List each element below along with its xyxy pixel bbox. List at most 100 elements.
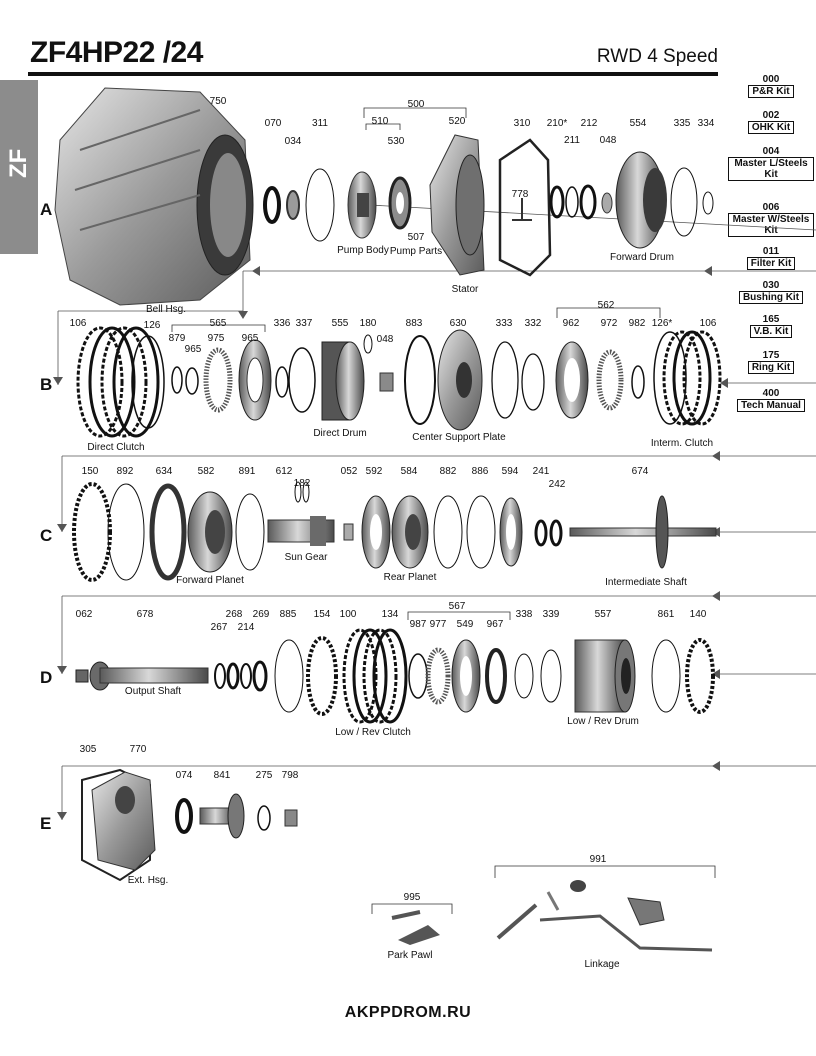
part-number: 962 — [563, 318, 580, 329]
part-number: 562 — [598, 300, 615, 311]
part-number: 567 — [449, 601, 466, 612]
low-rev-drum-illustration — [574, 639, 636, 713]
part-number: 305 — [80, 744, 97, 755]
part-name: Direct Clutch — [87, 442, 144, 453]
gasket-outline — [498, 138, 552, 277]
part-number: 995 — [404, 892, 421, 903]
part-number: 500 — [408, 99, 425, 110]
part-number: 674 — [632, 466, 649, 477]
part-number: 214 — [238, 622, 255, 633]
output-shaft-illustration — [89, 661, 209, 691]
part-number: 841 — [214, 770, 231, 781]
kit-name: Master L/Steels Kit — [728, 157, 814, 181]
part-number: 883 — [406, 318, 423, 329]
part-number: 612 — [276, 466, 293, 477]
part-number: 180 — [360, 318, 377, 329]
part-number: 034 — [285, 136, 302, 147]
linkage-illustration — [496, 880, 713, 952]
part-number: 048 — [600, 135, 617, 146]
part-number: 991 — [590, 854, 607, 865]
page-title: ZF4HP22 /24 — [30, 36, 203, 69]
row-e-parts — [81, 768, 716, 952]
kit-name: OHK Kit — [747, 121, 795, 134]
direct-clutch-pack-illustration — [76, 326, 165, 438]
flange-illustration — [199, 793, 245, 839]
part-number: 074 — [176, 770, 193, 781]
part-number: 048 — [377, 334, 394, 345]
kit-name: Tech Manual — [737, 399, 805, 412]
forward-drum-illustration — [615, 151, 667, 249]
part-number: 770 — [130, 744, 147, 755]
part-number: 334 — [698, 118, 715, 129]
part-number: 965 — [185, 344, 202, 355]
part-number: 982 — [629, 318, 646, 329]
group-brackets — [171, 107, 661, 620]
part-number: 212 — [581, 118, 598, 129]
row-c-parts — [72, 481, 717, 582]
page-subtitle: RWD 4 Speed — [596, 46, 718, 67]
part-number: 891 — [239, 466, 256, 477]
row-letter-e: E — [40, 814, 52, 833]
flow-lines — [57, 204, 816, 820]
part-name: Intermediate Shaft — [605, 577, 687, 588]
part-name: Output Shaft — [125, 686, 181, 697]
part-number: 332 — [525, 318, 542, 329]
part-number: 510 — [372, 116, 389, 127]
part-name-captions: Bell Hsg. Pump Body Pump Parts Stator Fo… — [87, 245, 713, 970]
rear-planet-illustration — [391, 495, 429, 569]
part-number: 630 — [450, 318, 467, 329]
ext-gasket-outline — [81, 768, 151, 882]
kit-code: 400 — [762, 388, 780, 399]
part-number: 965 — [242, 333, 259, 344]
part-number: 634 — [156, 466, 173, 477]
part-number: 584 — [401, 466, 418, 477]
part-number: 106 — [70, 318, 87, 329]
part-number: 530 — [388, 136, 405, 147]
part-name: Direct Drum — [313, 428, 366, 439]
row-letter-a: A — [40, 200, 53, 219]
footer-watermark: AKPPDROM.RU — [344, 1004, 472, 1021]
row-letter-b: B — [40, 375, 53, 394]
part-number: 062 — [76, 609, 93, 620]
part-name: Forward Drum — [610, 252, 674, 263]
pump-body-illustration — [347, 171, 377, 239]
row-a-parts — [54, 87, 714, 306]
part-number: 582 — [198, 466, 215, 477]
intermediate-shaft-illustration — [569, 495, 717, 569]
part-number: 594 — [502, 466, 519, 477]
part-number: 882 — [440, 466, 457, 477]
part-number: 977 — [430, 619, 447, 630]
part-number: 972 — [601, 318, 618, 329]
part-number: 565 — [210, 318, 227, 329]
kit-name: V.B. Kit — [749, 325, 793, 338]
part-number: 338 — [516, 609, 533, 620]
part-name: Rear Planet — [384, 572, 437, 583]
part-number: 267 — [211, 622, 228, 633]
part-number: 134 — [382, 609, 399, 620]
row-letter-c: C — [40, 526, 53, 545]
part-number: 549 — [457, 619, 474, 630]
part-name: Center Support Plate — [412, 432, 506, 443]
part-number: 554 — [630, 118, 647, 129]
part-number: 100 — [340, 609, 357, 620]
part-name: Sun Gear — [285, 552, 328, 563]
part-number: 106 — [700, 318, 717, 329]
part-number: 052 — [341, 466, 358, 477]
part-number: 592 — [366, 466, 383, 477]
kit-code: 004 — [762, 146, 780, 157]
forward-planet-illustration — [187, 491, 233, 573]
part-name: Forward Planet — [176, 575, 244, 586]
kit-code: 175 — [762, 350, 780, 361]
bell-housing-illustration — [54, 87, 254, 306]
part-number: 126 — [144, 320, 161, 331]
part-name: Ext. Hsg. — [128, 875, 169, 886]
